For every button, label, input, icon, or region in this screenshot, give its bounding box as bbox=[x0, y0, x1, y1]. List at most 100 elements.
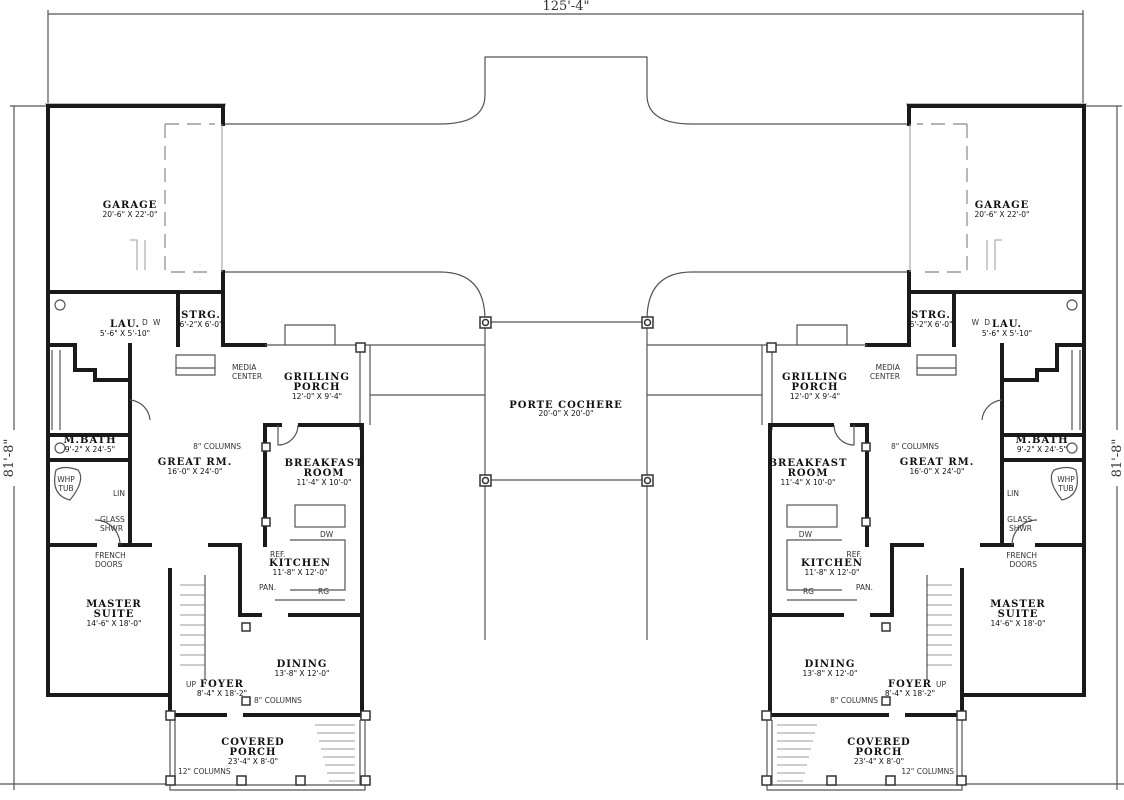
left-note-pan: PAN. bbox=[259, 583, 276, 592]
left-note-washer: W bbox=[153, 318, 161, 327]
left-room-size: 13'-8" X 12'-0" bbox=[275, 669, 330, 678]
left-room-size: 11'-8" X 12'-0" bbox=[273, 568, 328, 577]
left-note-stairs-up: UP bbox=[186, 680, 196, 689]
left-note-media-center: MEDIA bbox=[232, 363, 257, 372]
left-note-media-center: CENTER bbox=[232, 372, 262, 381]
left-room-name: DINING bbox=[277, 659, 328, 670]
left-room-name: GRILLING bbox=[284, 372, 350, 383]
right-room-size: 8'-4" X 18'-2" bbox=[885, 689, 935, 698]
left-room-name: MASTER bbox=[86, 599, 141, 610]
left-room-name: BREAKFAST bbox=[285, 458, 364, 469]
left-note-whp-tub: TUB bbox=[57, 484, 73, 493]
right-room-name: KITCHEN bbox=[801, 558, 863, 569]
right-note-whp-tub: WHP bbox=[1057, 475, 1075, 484]
right-note-glass-shower: SHWR bbox=[1009, 524, 1032, 533]
left-room-name: ROOM bbox=[304, 468, 345, 479]
right-room-name: PORCH bbox=[792, 382, 839, 393]
left-room-name: M.BATH bbox=[63, 435, 116, 446]
right-note-french-doors: DOORS bbox=[1009, 560, 1037, 569]
right-room-size: 23'-4" X 8'-0" bbox=[854, 757, 904, 766]
right-note-dryer: D bbox=[984, 318, 990, 327]
right-note-range: RG bbox=[803, 587, 814, 596]
right-room-size: 11'-4" X 10'-0" bbox=[781, 478, 836, 487]
right-note-pan: PAN. bbox=[856, 583, 873, 592]
overall-depth-label-right: 81'-8" bbox=[1110, 439, 1124, 478]
left-room-size: 14'-6" X 18'-0" bbox=[87, 619, 142, 628]
left-note-range: RG bbox=[318, 587, 329, 596]
right-room-size: 11'-8" X 12'-0" bbox=[805, 568, 860, 577]
left-note-columns-12: 12" COLUMNS bbox=[178, 767, 231, 776]
left-room-name: SUITE bbox=[94, 609, 135, 620]
left-room-name: FOYER bbox=[200, 679, 244, 690]
right-room-name: GRILLING bbox=[782, 372, 848, 383]
right-room-name: STRG. bbox=[911, 310, 951, 321]
porte-cochere-name: PORTE COCHERE bbox=[509, 400, 623, 411]
right-room-size: 5'-6" X 5'-10" bbox=[982, 329, 1032, 338]
right-room-name: COVERED bbox=[847, 737, 910, 748]
right-room-name: LAU. bbox=[992, 319, 1022, 330]
left-room-size: 12'-0" X 9'-4" bbox=[292, 392, 342, 401]
right-room-size: 12'-0" X 9'-4" bbox=[790, 392, 840, 401]
porte-cochere-columns bbox=[479, 316, 654, 487]
right-note-stairs-up: UP bbox=[936, 680, 946, 689]
left-room-name: STRG. bbox=[181, 310, 221, 321]
right-room-name: ROOM bbox=[788, 468, 829, 479]
right-room-name: GREAT RM. bbox=[900, 457, 974, 468]
left-room-name: LAU. bbox=[110, 319, 140, 330]
right-room-name: MASTER bbox=[990, 599, 1045, 610]
driveway bbox=[223, 56, 909, 640]
left-note-french-doors: FRENCH bbox=[95, 551, 126, 560]
left-room-name: PORCH bbox=[294, 382, 341, 393]
right-note-columns-8: 8" COLUMNS bbox=[891, 442, 939, 451]
left-room-name: KITCHEN bbox=[269, 558, 331, 569]
right-note-ref: REF. bbox=[847, 550, 862, 559]
right-note-media-center: CENTER bbox=[870, 372, 900, 381]
left-room-size: 11'-4" X 10'-0" bbox=[297, 478, 352, 487]
porte-cochere-size: 20'-0" X 20'-0" bbox=[539, 409, 594, 418]
left-note-columns-8: 8" COLUMNS bbox=[254, 696, 302, 705]
left-room-size: 23'-4" X 8'-0" bbox=[228, 757, 278, 766]
right-note-dishwasher: DW bbox=[799, 530, 813, 539]
left-room-name: GREAT RM. bbox=[158, 457, 232, 468]
right-note-whp-tub: TUB bbox=[1057, 484, 1073, 493]
right-room-size: 14'-6" X 18'-0" bbox=[991, 619, 1046, 628]
left-room-name: PORCH bbox=[230, 747, 277, 758]
right-room-name: SUITE bbox=[998, 609, 1039, 620]
left-room-name: COVERED bbox=[221, 737, 284, 748]
left-note-glass-shower: SHWR bbox=[100, 524, 123, 533]
left-room-size: 5'-6" X 5'-10" bbox=[100, 329, 150, 338]
left-note-dishwasher: DW bbox=[320, 530, 334, 539]
right-room-name: PORCH bbox=[856, 747, 903, 758]
right-room-size: 16'-0" X 24'-0" bbox=[910, 467, 965, 476]
left-room-name: GARAGE bbox=[103, 200, 158, 211]
overall-depth-label-left: 81'-8" bbox=[2, 439, 17, 478]
right-note-linen: LIN bbox=[1007, 489, 1019, 498]
unit-left-walls bbox=[45, 103, 371, 791]
right-room-name: M.BATH bbox=[1015, 435, 1068, 446]
left-note-whp-tub: WHP bbox=[57, 475, 75, 484]
left-note-columns-8: 8" COLUMNS bbox=[193, 442, 241, 451]
left-note-dryer: D bbox=[142, 318, 148, 327]
right-room-name: FOYER bbox=[888, 679, 932, 690]
left-note-french-doors: DOORS bbox=[95, 560, 123, 569]
left-room-size: 20'-6" X 22'-0" bbox=[103, 210, 158, 219]
right-note-columns-8: 8" COLUMNS bbox=[830, 696, 878, 705]
left-room-size: 16'-0" X 24'-0" bbox=[168, 467, 223, 476]
left-note-linen: LIN bbox=[113, 489, 125, 498]
right-room-name: GARAGE bbox=[975, 200, 1030, 211]
left-note-ref: REF. bbox=[270, 550, 285, 559]
overall-width-label: 125'-4" bbox=[542, 0, 589, 14]
right-note-columns-12: 12" COLUMNS bbox=[901, 767, 954, 776]
right-room-size: 6'-2"X 6'-0" bbox=[909, 320, 952, 329]
left-room-size: 9'-2" X 24'-5" bbox=[65, 445, 115, 454]
right-room-size: 9'-2" X 24'-5" bbox=[1017, 445, 1067, 454]
right-room-size: 20'-6" X 22'-0" bbox=[975, 210, 1030, 219]
right-note-media-center: MEDIA bbox=[876, 363, 901, 372]
right-room-name: DINING bbox=[805, 659, 856, 670]
right-room-size: 13'-8" X 12'-0" bbox=[803, 669, 858, 678]
right-note-french-doors: FRENCH bbox=[1006, 551, 1037, 560]
right-note-glass-shower: GLASS bbox=[1007, 515, 1032, 524]
left-room-size: 8'-4" X 18'-2" bbox=[197, 689, 247, 698]
